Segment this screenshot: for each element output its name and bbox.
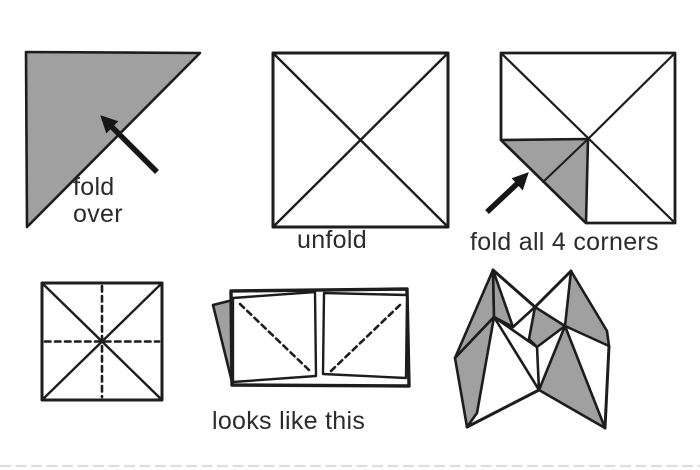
- fortune-teller-face: [453, 315, 496, 429]
- panel-unfold: [271, 51, 450, 229]
- dashed-fold-line: [238, 302, 312, 373]
- step5-caption: looks like this: [212, 407, 366, 435]
- arrow-up-left-icon: [100, 115, 159, 174]
- step2-caption: unfold: [297, 226, 367, 254]
- page-right: [321, 291, 409, 380]
- step1-caption-line1: fold: [73, 173, 115, 201]
- fortune-teller-face: [491, 268, 515, 329]
- panel-creased-square: [40, 281, 164, 402]
- fortune-teller-face: [563, 269, 611, 348]
- panel-fortune-teller: [453, 268, 611, 430]
- step1-caption-line2: over: [73, 200, 123, 228]
- page-left: [231, 290, 318, 384]
- arrow-up-right-icon: [485, 172, 529, 215]
- panel-fold-corners: [485, 51, 677, 225]
- folded-triangle: [24, 50, 202, 229]
- dashed-fold-line: [329, 302, 403, 373]
- step1-caption: fold over: [73, 174, 123, 228]
- fortune-teller-edges: [465, 268, 611, 430]
- square-diagonal: [271, 51, 450, 229]
- step3-caption: fold all 4 corners: [470, 228, 659, 256]
- panel-looks-like-this: [211, 287, 411, 388]
- fortune-teller-face: [537, 324, 607, 430]
- fortune-teller-creases: [492, 305, 541, 392]
- panel-fold-over: [24, 50, 202, 229]
- flap-crease-line: [542, 138, 589, 183]
- square-diagonal: [586, 51, 677, 141]
